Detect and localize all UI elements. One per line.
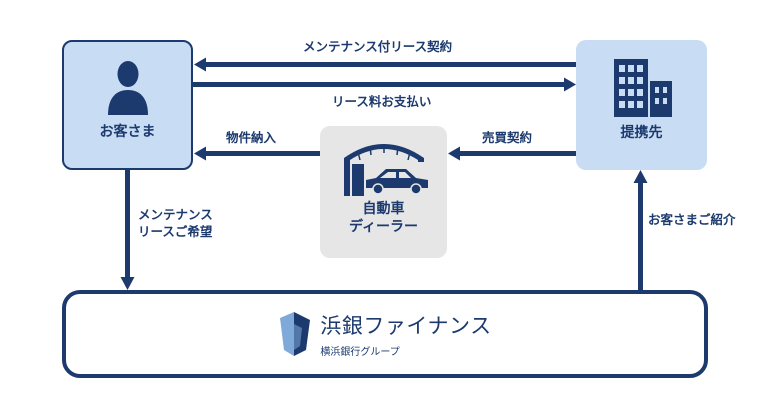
brand-sub: 横浜銀行グループ (320, 347, 400, 358)
arrow-sales-contract (448, 146, 576, 161)
arrow-lease-request (120, 170, 135, 290)
customer-node: お客さま (62, 40, 193, 170)
flow-label-lease-request-1: メンテナンス (138, 207, 213, 222)
flow-label-lease-contract: メンテナンス付リース契約 (303, 39, 453, 54)
arrow-lease-contract (194, 57, 576, 72)
flow-label-sales-contract: 売買契約 (482, 130, 533, 145)
dealer-node: 自動車 ディーラー (320, 126, 447, 258)
flow-label-lease-request-2: リースご希望 (138, 224, 213, 239)
flow-label-customer-referral: お客さまご紹介 (648, 212, 736, 227)
dealer-label-line1: 自動車 (362, 201, 405, 217)
flow-label-delivery: 物件納入 (226, 130, 277, 145)
dealer-label-line2: ディーラー (348, 219, 419, 236)
finance-node: 浜銀ファイナンス 横浜銀行グループ (62, 290, 708, 378)
car-dealer-icon (343, 144, 428, 196)
arrow-lease-payment (193, 77, 576, 92)
building-icon (613, 59, 672, 117)
partner-node: 提携先 (576, 40, 707, 170)
arrow-delivery (194, 146, 320, 161)
hamagin-logo-icon (280, 312, 311, 356)
customer-label: お客さま (99, 124, 156, 140)
brand-name: 浜銀ファイナンス (320, 314, 492, 338)
flow-label-lease-payment: リース料お支払い (332, 94, 432, 109)
partner-label: 提携先 (620, 125, 663, 141)
arrow-customer-referral (633, 170, 648, 290)
person-icon (107, 61, 148, 115)
finance-logo: 浜銀ファイナンス 横浜銀行グループ (278, 310, 491, 358)
